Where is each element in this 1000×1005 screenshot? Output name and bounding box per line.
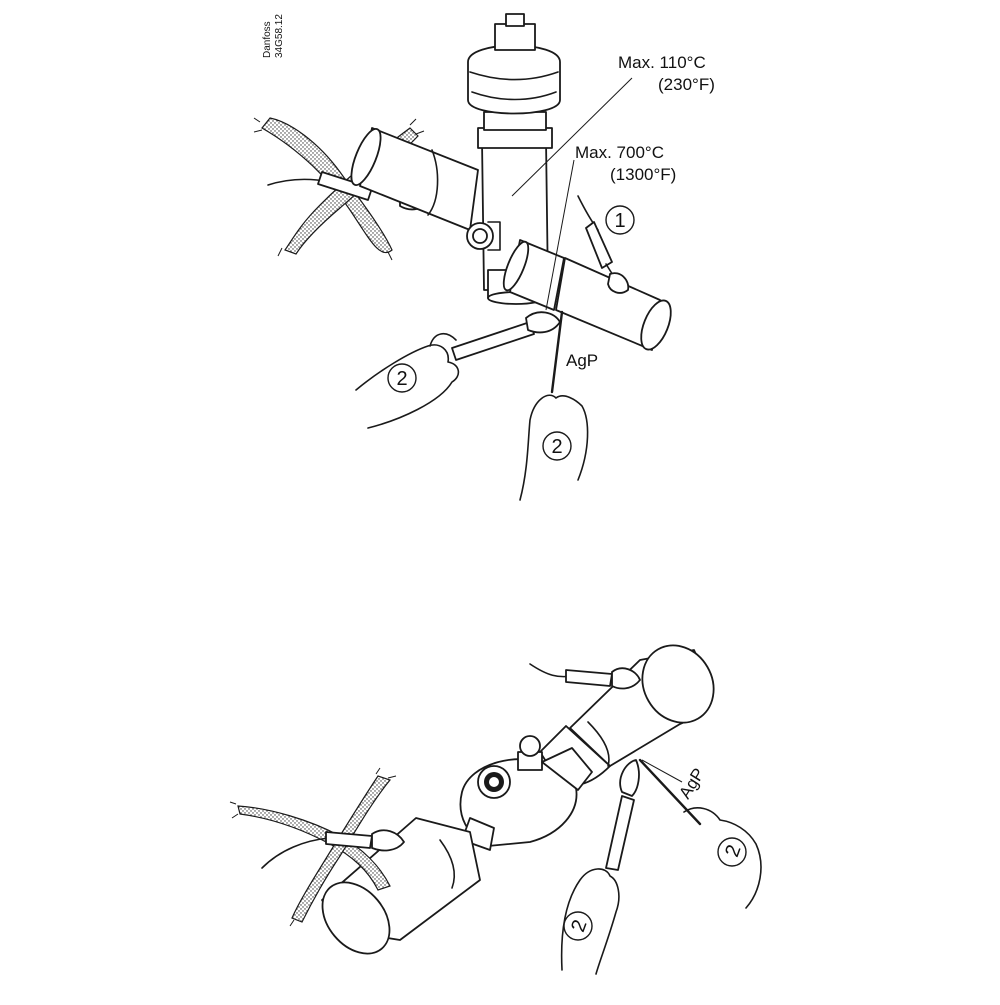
step-marker-two-torch-top: 2 <box>387 363 417 393</box>
step-marker-one: 1 <box>605 205 635 235</box>
svg-text:1: 1 <box>614 210 625 232</box>
svg-text:2: 2 <box>396 368 407 390</box>
svg-text:2: 2 <box>551 436 562 458</box>
top-figure: Max. 110°C (230°F) Max. 700°C (1300°F) A… <box>253 13 715 501</box>
drawing-code-number: 34G58.12 <box>274 14 285 58</box>
label-joint-max-temp-f: (1300°F) <box>610 165 676 184</box>
hand-torch-bottom <box>560 759 640 975</box>
torch-step-one <box>585 221 630 294</box>
valve-body-bottom <box>459 735 593 851</box>
label-valve-max-temp-f: (230°F) <box>658 75 715 94</box>
drawing-code-brand: Danfoss <box>262 21 273 58</box>
torch-hose-bottom-left <box>261 837 331 869</box>
solder-rod-bottom <box>638 758 762 909</box>
label-joint-max-temp: Max. 700°C <box>575 143 664 162</box>
label-solder-bottom: AgP <box>675 765 708 802</box>
bottom-figure: AgP 2 2 <box>229 644 762 975</box>
leader-joint-temp <box>545 159 575 311</box>
solder-rod-top <box>519 310 589 501</box>
wet-cloth-wrap-bottom <box>229 767 397 927</box>
hand-torch-top <box>355 311 561 429</box>
drawing-code: Danfoss 34G58.12 <box>262 14 285 58</box>
leader-solder-bottom <box>641 759 683 783</box>
pipe-right-top <box>502 239 672 351</box>
label-solder-top: AgP <box>566 351 598 370</box>
torch-bottom-left <box>325 829 405 852</box>
step-marker-two-torch-bottom: 2 <box>563 911 593 941</box>
leader-valve-temp <box>511 77 633 197</box>
step-marker-two-rod-top: 2 <box>542 431 572 461</box>
pipe-left-bottom <box>321 817 481 955</box>
torch-bottom-right <box>565 667 641 690</box>
label-valve-max-temp: Max. 110°C <box>618 53 706 72</box>
step-marker-two-rod-bottom: 2 <box>717 837 747 867</box>
